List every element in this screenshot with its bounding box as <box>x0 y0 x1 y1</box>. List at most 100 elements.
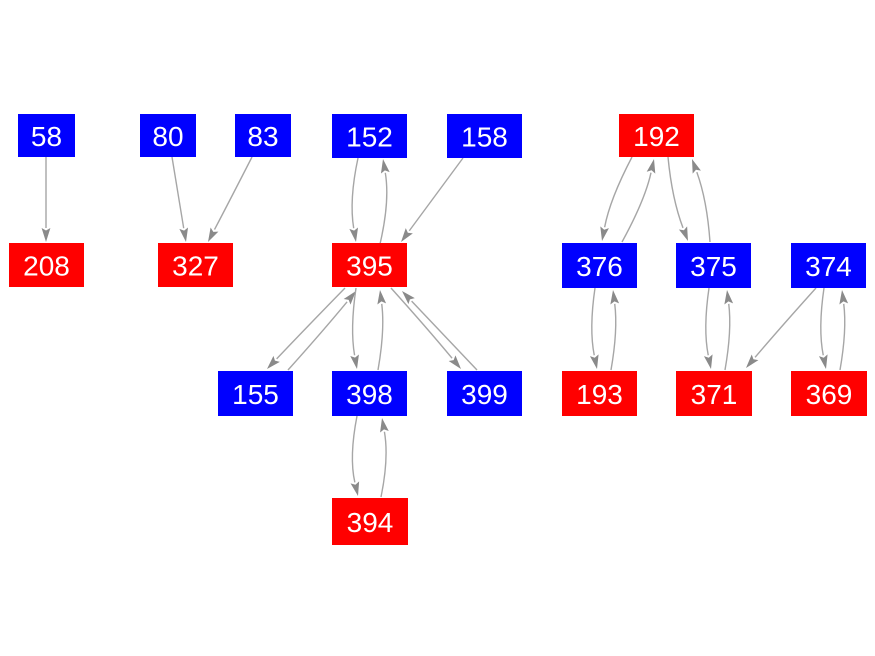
edge-395-155 <box>267 287 346 369</box>
arrowhead-icon <box>610 290 620 305</box>
arrowhead-icon <box>380 159 390 174</box>
node-label: 374 <box>805 251 852 282</box>
arrowhead-icon <box>448 355 461 369</box>
node-label: 58 <box>31 121 62 152</box>
node-box <box>9 243 84 287</box>
arrowhead-icon <box>179 227 189 242</box>
graph-node-58: 58 <box>18 114 75 157</box>
node-label: 399 <box>461 379 508 410</box>
edge-line <box>754 287 817 358</box>
graph-node-192: 192 <box>619 114 694 157</box>
graph-node-80: 80 <box>140 114 196 157</box>
node-box <box>235 114 291 157</box>
node-label: 327 <box>172 251 219 282</box>
arrowhead-icon <box>703 354 713 369</box>
edge-376-193 <box>589 287 599 369</box>
node-label: 80 <box>152 121 183 152</box>
node-box <box>18 114 75 157</box>
node-box <box>218 371 293 416</box>
node-box <box>791 371 867 416</box>
node-label: 376 <box>576 251 623 282</box>
edge-375-371 <box>703 287 713 369</box>
edge-80-327 <box>171 156 189 242</box>
graph-node-374: 374 <box>791 243 866 288</box>
arrowhead-icon <box>343 291 356 305</box>
arrowhead-icon <box>401 228 413 242</box>
node-label: 155 <box>232 379 279 410</box>
arrowhead-icon <box>839 290 849 305</box>
edge-line <box>213 156 253 230</box>
arrowhead-icon <box>377 290 387 305</box>
node-box <box>562 243 637 288</box>
node-label: 152 <box>346 122 393 153</box>
node-label: 395 <box>346 251 393 282</box>
edge-83-327 <box>208 156 253 242</box>
edge-line <box>351 157 359 229</box>
edge-line <box>705 287 710 356</box>
graph-node-394: 394 <box>332 498 408 545</box>
edge-line <box>276 287 346 360</box>
node-label: 192 <box>633 121 680 152</box>
arrowhead-icon <box>267 355 280 369</box>
node-label: 158 <box>461 122 508 153</box>
edge-line <box>379 172 388 245</box>
graph-node-152: 152 <box>332 114 407 158</box>
edge-399-395 <box>402 291 478 371</box>
arrowhead-icon <box>208 227 219 242</box>
edge-line <box>380 431 387 498</box>
edge-line <box>667 156 684 229</box>
node-label: 208 <box>23 251 70 282</box>
edge-369-374 <box>839 290 849 371</box>
edge-line <box>351 415 358 483</box>
edge-374-369 <box>818 287 828 369</box>
graph-node-155: 155 <box>218 371 293 416</box>
arrowhead-icon <box>350 354 359 369</box>
graph-node-83: 83 <box>235 114 291 157</box>
graph-node-375: 375 <box>676 243 751 288</box>
edge-line <box>610 303 617 371</box>
node-box <box>676 243 751 288</box>
edge-line <box>820 287 825 356</box>
arrowhead-icon <box>600 226 609 241</box>
arrowhead-icon <box>380 418 389 433</box>
edge-155-395 <box>287 291 356 371</box>
arrowhead-icon <box>724 290 734 305</box>
node-box <box>332 498 408 545</box>
node-label: 83 <box>247 121 278 152</box>
graph-node-395: 395 <box>332 243 407 287</box>
graph-node-371: 371 <box>676 371 752 416</box>
edge-line <box>171 156 185 229</box>
node-box <box>447 371 522 416</box>
edge-376-192 <box>621 159 656 243</box>
node-box <box>332 114 407 158</box>
arrowhead-icon <box>678 226 688 241</box>
edge-line <box>621 172 652 243</box>
node-label: 193 <box>576 379 623 410</box>
edge-line <box>408 157 464 232</box>
edge-line <box>839 303 846 371</box>
edge-line <box>390 287 453 359</box>
edge-line <box>351 287 357 356</box>
arrowhead-icon <box>746 354 759 368</box>
edge-192-375 <box>667 156 688 241</box>
node-label: 369 <box>806 379 853 410</box>
graph-node-399: 399 <box>447 371 522 416</box>
edge-398-394 <box>350 415 360 496</box>
arrowhead-icon <box>692 159 701 174</box>
edge-158-395 <box>401 157 464 242</box>
node-box <box>332 243 407 287</box>
node-box <box>140 114 196 157</box>
edge-line <box>377 303 384 371</box>
edge-line <box>411 300 478 371</box>
arrowhead-icon <box>41 228 51 242</box>
graph-node-193: 193 <box>562 371 637 416</box>
edge-395-152 <box>379 159 390 245</box>
edge-line <box>591 287 596 356</box>
edge-line <box>287 301 348 371</box>
node-box <box>158 243 233 287</box>
node-box <box>619 114 694 157</box>
arrowhead-icon <box>402 291 415 305</box>
node-box <box>447 114 522 158</box>
edge-371-375 <box>724 290 734 371</box>
